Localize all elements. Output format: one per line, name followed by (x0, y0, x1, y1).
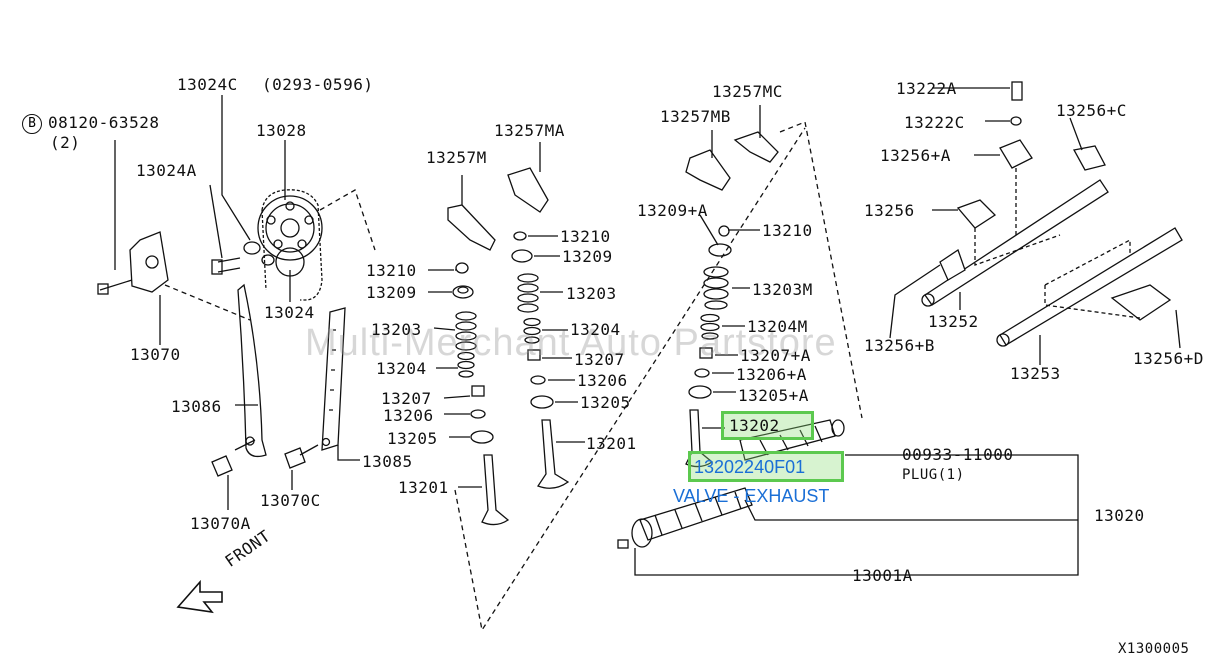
label-plug-text: PLUG(1) (902, 467, 965, 483)
label-13209-left[interactable]: 13209 (366, 283, 417, 302)
label-13201-left[interactable]: 13201 (398, 478, 449, 497)
label-13205-left[interactable]: 13205 (387, 429, 438, 448)
sprocket-assembly (257, 189, 323, 301)
label-13222c[interactable]: 13222C (904, 113, 965, 132)
label-13203-left[interactable]: 13203 (371, 320, 422, 339)
label-13257m[interactable]: 13257M (426, 148, 487, 167)
label-13210-mid[interactable]: 13210 (560, 227, 611, 246)
label-bolt[interactable]: 08120-63528 (48, 113, 160, 132)
label-13024c[interactable]: 13024C (177, 75, 238, 94)
label-13203m[interactable]: 13203M (752, 280, 813, 299)
highlight-part-number[interactable] (688, 451, 844, 482)
highlight-13202[interactable] (721, 411, 814, 440)
label-13204m[interactable]: 13204M (747, 317, 808, 336)
label-13207-left[interactable]: 13207 (381, 389, 432, 408)
label-13085[interactable]: 13085 (362, 452, 413, 471)
label-13204-left[interactable]: 13204 (376, 359, 427, 378)
label-13020[interactable]: 13020 (1094, 506, 1145, 525)
label-13253[interactable]: 13253 (1010, 364, 1061, 383)
label-13203-mid[interactable]: 13203 (566, 284, 617, 303)
label-bolt-qty: (2) (50, 133, 81, 152)
label-13206a[interactable]: 13206+A (736, 365, 807, 384)
label-13222a[interactable]: 13222A (896, 79, 957, 98)
label-13252[interactable]: 13252 (928, 312, 979, 331)
label-13070[interactable]: 13070 (130, 345, 181, 364)
label-13206-mid[interactable]: 13206 (577, 371, 628, 390)
label-13024a[interactable]: 13024A (136, 161, 197, 180)
label-13256c[interactable]: 13256+C (1056, 101, 1127, 120)
label-13024c-note: (0293-0596) (262, 75, 374, 94)
highlight-part-number-text[interactable]: 13202240F01 (694, 457, 806, 477)
label-13070c[interactable]: 13070C (260, 491, 321, 510)
label-13086[interactable]: 13086 (171, 397, 222, 416)
label-13210-left[interactable]: 13210 (366, 261, 417, 280)
label-13028[interactable]: 13028 (256, 121, 307, 140)
label-13207-mid[interactable]: 13207 (574, 350, 625, 369)
watermark: Multi-Merchant Auto Partstore (305, 322, 837, 364)
label-13205-mid[interactable]: 13205 (580, 393, 631, 412)
label-13257ma[interactable]: 13257MA (494, 121, 565, 140)
label-13205a[interactable]: 13205+A (738, 386, 809, 405)
label-13256d[interactable]: 13256+D (1133, 349, 1204, 368)
label-13201-mid[interactable]: 13201 (586, 434, 637, 453)
diagram-code: X1300005 (1118, 641, 1190, 657)
label-13206-left[interactable]: 13206 (383, 406, 434, 425)
label-13257mc[interactable]: 13257MC (712, 82, 783, 101)
highlight-part-name[interactable]: VALVE - EXHAUST (673, 486, 830, 506)
label-13256[interactable]: 13256 (864, 201, 915, 220)
label-13207a[interactable]: 13207+A (740, 346, 811, 365)
label-13202[interactable]: 13202 (729, 416, 780, 435)
label-13256a[interactable]: 13256+A (880, 146, 951, 165)
bolt-b-symbol: B (22, 114, 42, 134)
label-13256b[interactable]: 13256+B (864, 336, 935, 355)
label-13001a[interactable]: 13001A (852, 566, 913, 585)
label-13024[interactable]: 13024 (264, 303, 315, 322)
label-plug-code[interactable]: 00933-11000 (902, 445, 1014, 464)
label-13070a[interactable]: 13070A (190, 514, 251, 533)
label-13209a[interactable]: 13209+A (637, 201, 708, 220)
label-13209-mid[interactable]: 13209 (562, 247, 613, 266)
label-13204-mid[interactable]: 13204 (570, 320, 621, 339)
label-13257mb[interactable]: 13257MB (660, 107, 731, 126)
label-13210-right[interactable]: 13210 (762, 221, 813, 240)
